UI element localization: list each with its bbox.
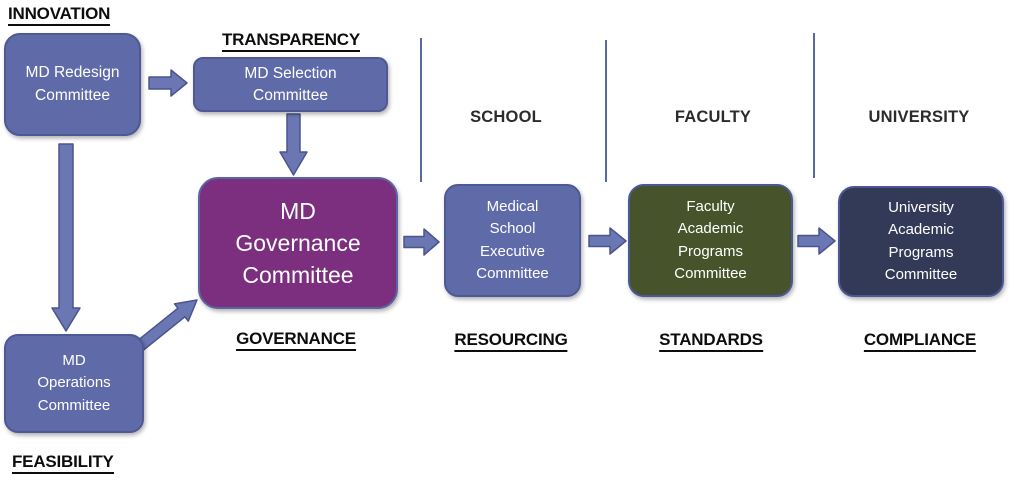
arrow-selection-to-governance bbox=[279, 113, 308, 176]
node-md-selection-committee: MD Selection Committee bbox=[193, 57, 388, 112]
node-md-governance-committee: MD Governance Committee bbox=[198, 177, 398, 309]
node-label: MD Governance Committee bbox=[235, 197, 361, 289]
node-label: MD Operations Committee bbox=[37, 351, 111, 414]
stage-label-innovation: INNOVATION bbox=[8, 4, 110, 26]
arrow-faculty-to-university bbox=[797, 227, 836, 255]
node-md-operations-committee: MD Operations Committee bbox=[4, 334, 144, 433]
stage-label-resourcing: RESOURCING bbox=[454, 330, 568, 352]
arrow-governance-to-medschool bbox=[403, 228, 440, 256]
arrow-redesign-to-selection bbox=[148, 69, 188, 97]
stage-label-standards: STANDARDS bbox=[659, 330, 763, 352]
node-md-redesign-committee: MD Redesign Committee bbox=[4, 33, 141, 136]
stage-label-feasibility: FEASIBILITY bbox=[12, 452, 114, 474]
stage-label-compliance: COMPLIANCE bbox=[863, 330, 976, 352]
node-university-academic-programs-committee: University Academic Programs Committee bbox=[838, 186, 1004, 297]
node-medical-school-executive-committee: Medical School Executive Committee bbox=[444, 184, 581, 297]
arrow-medschool-to-faculty bbox=[588, 227, 627, 255]
stage-label-governance: GOVERNANCE bbox=[236, 329, 356, 351]
stage-label-transparency: TRANSPARENCY bbox=[221, 30, 360, 52]
arrow-redesign-to-operations bbox=[51, 143, 81, 332]
node-faculty-academic-programs-committee: Faculty Academic Programs Committee bbox=[628, 184, 793, 297]
node-label: MD Selection Committee bbox=[244, 64, 337, 104]
lane-label-university: UNIVERSITY bbox=[868, 108, 970, 126]
lane-label-school: SCHOOL bbox=[470, 108, 542, 126]
node-label: University Academic Programs Committee bbox=[884, 198, 958, 284]
node-label: Faculty Academic Programs Committee bbox=[674, 197, 747, 283]
node-label: MD Redesign Committee bbox=[25, 64, 120, 104]
lane-label-faculty: FACULTY bbox=[674, 108, 752, 126]
node-label: Medical School Executive Committee bbox=[476, 197, 549, 283]
